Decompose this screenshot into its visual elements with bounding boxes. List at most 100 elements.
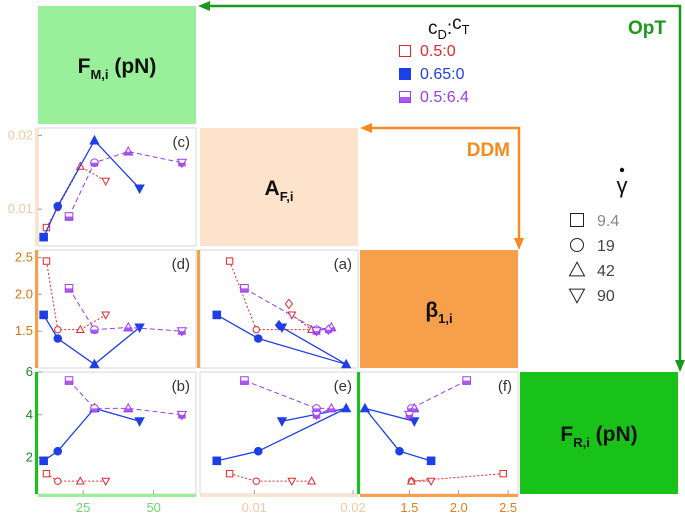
diag-label-main: β [425,299,438,322]
marker-square [39,232,48,242]
data-point [53,446,63,456]
y-axis-bar [197,250,200,368]
data-point [252,325,260,334]
marker-half-fill [90,329,99,334]
data-point [409,417,420,427]
data-point [39,456,48,466]
data-point [90,325,99,334]
data-point [89,134,100,145]
marker-tri-down [287,311,297,320]
data-point [123,145,134,156]
marker-half-fill [124,151,133,156]
marker-circle [253,446,263,456]
series-purple [64,284,188,337]
data-point-extra [324,324,333,336]
marker-half-fill [312,414,321,419]
series-blue [212,310,352,369]
panel-label: (f) [498,378,512,395]
legend-title-part: T [462,22,470,37]
diag-label-sub: F,i [280,189,294,204]
diag-cell-bg [38,6,196,124]
data-point [311,327,322,337]
marker-square [39,456,48,466]
marker-circle [252,477,260,485]
marker-half-fill [65,216,73,221]
opt-arrow-head-left [198,1,210,11]
data-point [176,158,188,169]
data-point [307,476,317,485]
legend-gamma-entry: 42 [568,261,615,280]
data-point [287,311,297,320]
data-point [123,402,134,413]
data-point [39,232,48,242]
opt-arrow-head-down [675,360,685,372]
marker-half-fill [90,162,99,167]
legend-gamma-label: 90 [597,288,615,305]
series-line [216,314,347,365]
marker-triangle [89,358,100,369]
data-point [253,446,263,456]
data-point [90,158,99,167]
data-point [287,477,297,487]
ddm-arrow-head-left [360,123,372,133]
ddm-label: DDM [467,140,510,161]
data-point-extra [274,319,284,331]
legend-gamma-label: 9.4 [597,213,619,230]
legend-gamma-marker [568,261,586,277]
x-axis-bar [200,494,358,497]
marker-half-fill [65,288,73,293]
marker-tri-down [426,477,436,487]
marker-square [212,456,222,466]
series-line [43,407,140,462]
data-point [225,469,234,478]
marker-diamond [284,298,294,310]
data-point [462,376,471,385]
marker-circle [53,446,63,456]
data-point [134,417,145,427]
data-point [406,476,416,485]
panel-a: (a) [197,249,359,369]
marker-circle [53,334,63,343]
marker-tri-down [101,477,111,487]
legend-conc-title: cD:cT [428,13,470,42]
marker-square [42,469,51,478]
marker-triangle [75,476,85,485]
y-tick-label: 4 [26,407,33,422]
marker-half-fill [90,408,99,413]
marker-diamond [274,319,284,331]
marker-triangle [340,402,352,413]
marker-tri-down [287,477,297,487]
series-line [244,287,332,332]
marker-square [39,310,48,320]
y-tick-label: 2.5 [15,249,33,264]
data-point [64,284,74,293]
marker-tri-down [568,288,586,304]
gamma-dot [619,167,625,173]
series-red [42,257,111,334]
data-point [252,477,260,485]
marker-half-fill [462,380,471,385]
marker-triangle [568,261,586,277]
opt-arrow-line [206,4,682,370]
marker-circle [252,325,260,334]
marker-half-fill [410,408,419,413]
y-tick-label: 0.01 [8,201,33,216]
marker-tri-down [134,417,145,427]
x-tick-label: 0.01 [242,500,267,515]
series-blue [39,134,145,242]
legend-gamma-marker [570,238,584,252]
data-point [42,257,51,265]
series-line [68,380,182,416]
data-point [212,310,222,320]
series-line [68,151,182,217]
data-point [253,334,263,343]
marker-half-fill [312,331,321,335]
data-point [426,477,436,487]
legend-conc-label: 0.5:6.4 [420,89,469,106]
legend-marker [399,68,411,80]
legend-conc-entry: 0.5:6.4 [399,89,469,106]
diag-cell-A: AF,i [200,128,358,246]
